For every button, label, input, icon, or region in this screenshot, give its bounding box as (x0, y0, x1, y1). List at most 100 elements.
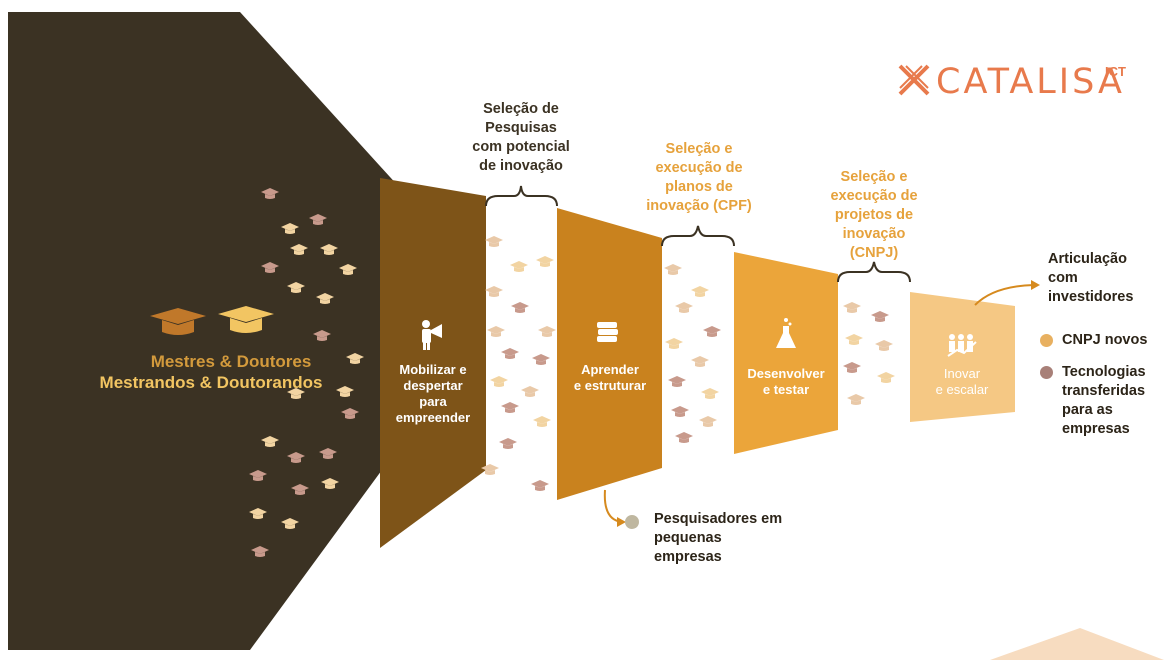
source-label-1: Mestres & Doutores (150, 352, 312, 371)
graduation-cap-icon (691, 356, 709, 367)
selection-2-line: Seleção e (665, 141, 733, 157)
graduation-cap-icon (261, 188, 279, 199)
stage-aprender-block (557, 208, 662, 500)
investidores-line: Articulação (1048, 251, 1127, 267)
selection-brace-1 (485, 185, 558, 207)
graduation-cap-icon (511, 302, 529, 313)
graduation-cap-icon (536, 256, 554, 267)
selection-3-line: execução de (830, 188, 918, 204)
selection-label-1: Seleção de Pesquisas com potencial de in… (456, 100, 586, 176)
selection-3-line: projetos de (834, 207, 914, 223)
graduation-cap-icon (336, 386, 354, 397)
logo-wordmark: CATALISA (936, 62, 1125, 102)
stage-desenvolver-line: e testar (762, 382, 810, 397)
legend-tecnologias-line: transferidas (1062, 383, 1146, 399)
legend-tecnologias-line: empresas (1062, 421, 1130, 437)
graduation-cap-icon (487, 326, 505, 337)
graduation-cap-icon (261, 262, 279, 273)
graduation-cap-icon (490, 376, 508, 387)
graduation-cap-icon (339, 264, 357, 275)
graduation-cap-icon (843, 302, 861, 313)
graduation-cap-icon (281, 223, 299, 234)
stage-mobilizar-line: empreender (395, 410, 471, 425)
graduation-cap-icon (485, 286, 503, 297)
selection-label-3: Seleção e execução de projetos de inovaç… (812, 168, 936, 263)
investidores-label: Articulação com investidores (1048, 250, 1160, 307)
graduation-cap-icon (481, 464, 499, 475)
graduation-cap-icon (691, 286, 709, 297)
selection-2-line: inovação (CPF) (646, 198, 752, 214)
selection-1-line: Pesquisas (485, 120, 557, 136)
graduation-cap-icon (847, 394, 865, 405)
graduation-cap-icon (261, 436, 279, 447)
graduation-cap-icon (501, 348, 519, 359)
graduation-caps-scatter (249, 188, 895, 557)
selection-3-line: (CNPJ) (849, 245, 899, 261)
source-label-2: Mestrandos & Doutorandos (99, 373, 323, 392)
graduation-cap-icon (843, 362, 861, 373)
large-graduation-cap-icon (150, 308, 206, 335)
selection-2-line: planos de (665, 179, 733, 195)
graduation-cap-icon (845, 334, 863, 345)
graduation-cap-icon (287, 452, 305, 463)
source-funnel-background (8, 12, 420, 650)
investidores-arrow (974, 284, 1035, 306)
stage-desenvolver-label: Desenvolver e testar (736, 366, 836, 398)
graduation-cap-icon (668, 376, 686, 387)
graduation-cap-icon (703, 326, 721, 337)
graduation-cap-icon (533, 416, 551, 427)
selection-1-line: de inovação (479, 158, 563, 174)
investidores-line: investidores (1048, 289, 1134, 305)
graduation-cap-icon (510, 261, 528, 272)
stage-aprender-label: Aprender e estruturar (560, 362, 660, 394)
graduation-cap-icon (320, 244, 338, 255)
pesquisadores-arrow (603, 489, 623, 523)
graduation-cap-icon (249, 470, 267, 481)
graduation-cap-icon (485, 236, 503, 247)
pesquisadores-line: Pesquisadores em (654, 511, 783, 527)
stage-inovar-block (910, 292, 1015, 422)
graduation-cap-icon (521, 386, 539, 397)
selection-brace-2 (661, 225, 735, 247)
selection-2-line: execução de (655, 160, 743, 176)
selection-1-line: Seleção de (483, 101, 559, 117)
catalisa-x-icon (898, 64, 930, 96)
stage-inovar-line: Inovar (943, 366, 981, 381)
stage-inovar-line: e escalar (935, 382, 989, 397)
graduation-cap-icon (501, 402, 519, 413)
people-growth-icon (947, 334, 977, 357)
graduation-cap-icon (877, 372, 895, 383)
selection-brace-3 (837, 261, 911, 283)
graduation-cap-icon (287, 388, 305, 399)
large-graduation-cap-icon-2 (218, 306, 274, 333)
stage-mobilizar-label: Mobilizar e despertar para empreender (382, 362, 484, 426)
graduation-cap-icon (313, 330, 331, 341)
pesquisadores-line: pequenas (654, 530, 722, 546)
graduation-cap-icon (341, 408, 359, 419)
graduation-cap-icon (321, 478, 339, 489)
graduation-cap-icon (664, 264, 682, 275)
graduation-cap-icon (871, 311, 889, 322)
selection-3-line: Seleção e (840, 169, 908, 185)
books-icon (597, 322, 618, 342)
graduation-cap-icon (287, 282, 305, 293)
decorative-corner-triangle (990, 628, 1164, 660)
graduation-cap-icon (701, 388, 719, 399)
stage-mobilizar-line: despertar (403, 378, 463, 393)
stage-desenvolver-block (734, 252, 838, 454)
legend-dot-cnpj (1040, 334, 1053, 347)
selection-label-2: Seleção e execução de planos de inovação… (628, 140, 770, 216)
graduation-cap-icon (281, 518, 299, 529)
graduation-cap-icon (531, 480, 549, 491)
legend-tecnologias-line: para as (1062, 402, 1113, 418)
legend-tecnologias-line: Tecnologias (1062, 364, 1146, 380)
flask-icon (776, 318, 796, 348)
stage-aprender-line: e estruturar (573, 378, 647, 393)
graduation-cap-icon (665, 338, 683, 349)
pesquisadores-line: empresas (654, 549, 722, 565)
logo-suffix: ICT (1105, 64, 1126, 79)
graduation-cap-icon (671, 406, 689, 417)
stage-inovar-label: Inovar e escalar (912, 366, 1012, 398)
graduation-cap-icon (346, 353, 364, 364)
